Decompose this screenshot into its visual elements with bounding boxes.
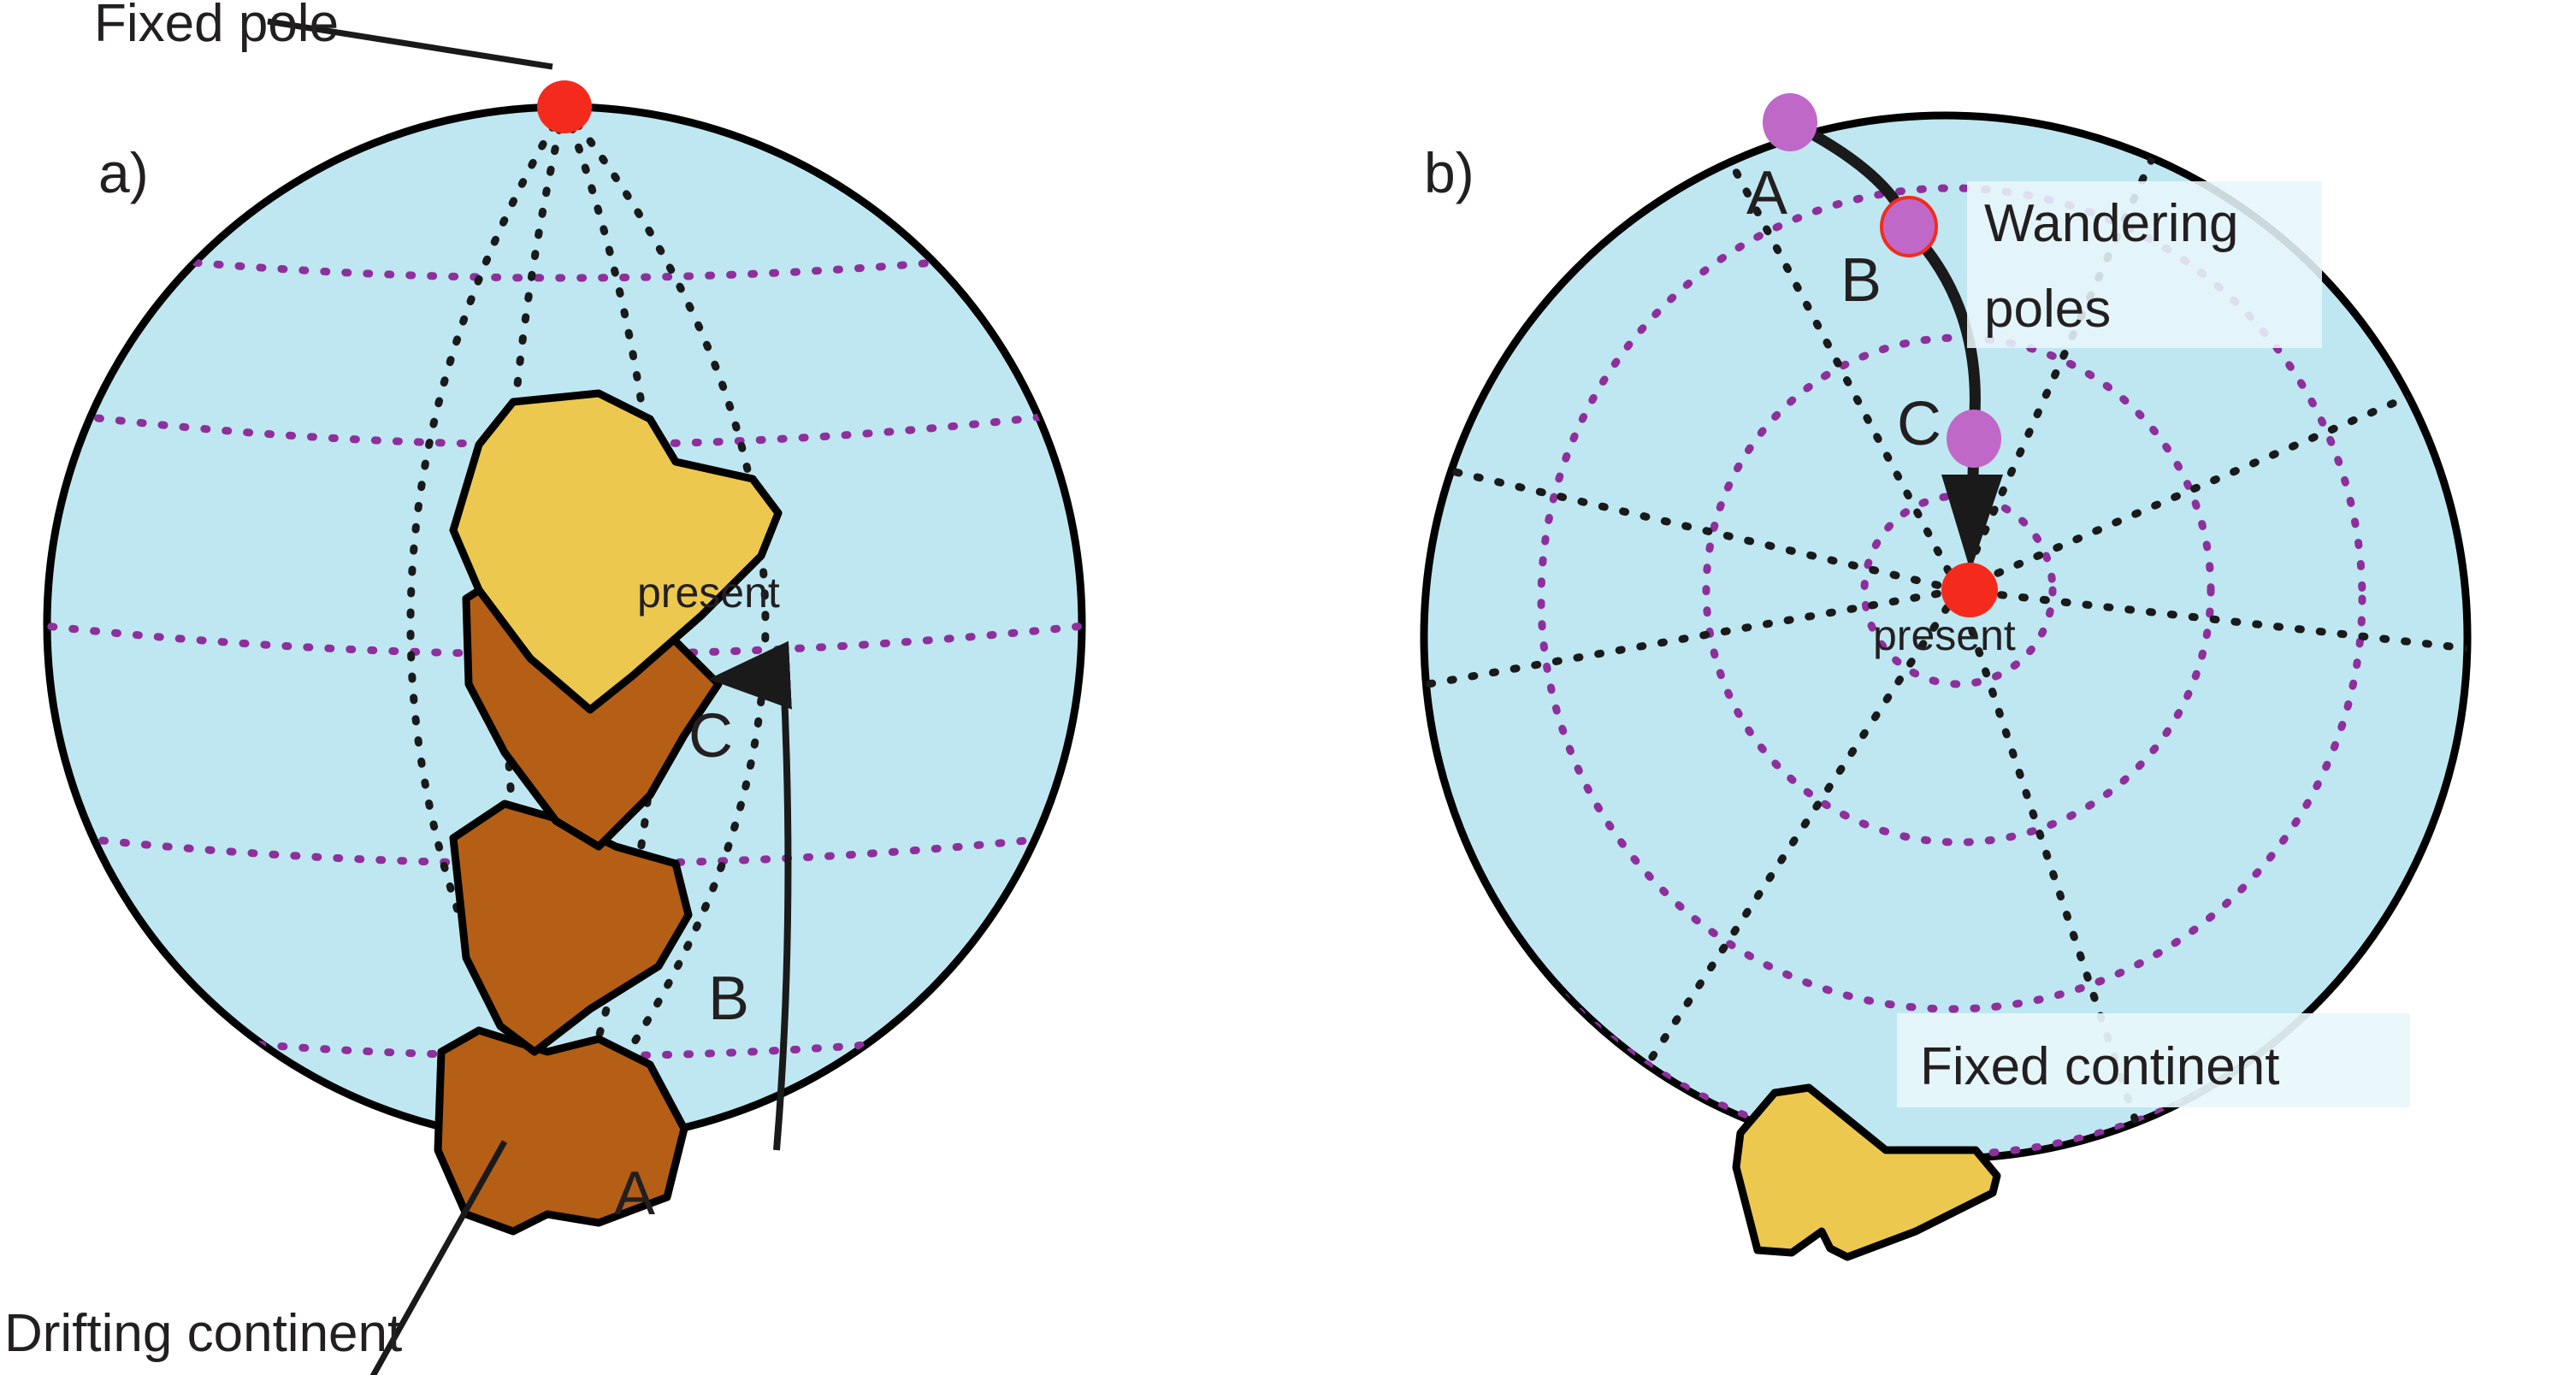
drift-direction-arrow[interactable] [708, 640, 792, 1151]
wander-arrow-head [1941, 475, 2003, 571]
wandering-pole-a-dot[interactable] [1763, 93, 1817, 151]
pole-label-c: C [1897, 390, 1941, 458]
fixed-pole-dot[interactable] [537, 80, 592, 133]
continent-present-position [449, 389, 783, 714]
drifting-continent-leader-line [369, 1140, 508, 1375]
pole-label-a: A [1746, 159, 1787, 227]
wandering-poles-callout-line2: poles [1984, 280, 2111, 339]
wandering-poles-callout-box [1967, 181, 2322, 348]
fixed-continent [1732, 1083, 2001, 1261]
panel-b-letter: b) [1424, 141, 1474, 204]
pole-label-b: B [1840, 246, 1882, 315]
present-pole-dot[interactable] [1941, 563, 1998, 617]
wandering-poles-callout-line1: Wandering [1984, 194, 2239, 253]
panel-a [43, 18, 1086, 1375]
wandering-pole-b-dot[interactable] [1880, 196, 1938, 257]
fixed-pole-leader-line [267, 18, 553, 70]
continent-label-c: C [688, 702, 733, 770]
wandering-pole-c-dot[interactable] [1947, 410, 2001, 468]
fixed-pole-callout: Fixed pole [94, 0, 339, 53]
continent-label-a: A [614, 1160, 655, 1228]
present-label-a: present [637, 569, 780, 617]
panel-a-letter: a) [98, 141, 149, 204]
fixed-continent-callout: Fixed continent [1920, 1037, 2279, 1096]
fixed-continent-callout-box [1897, 1013, 2410, 1107]
panel-b [1420, 93, 2472, 1261]
drifting-continent-callout: Drifting continent [4, 1304, 402, 1363]
continent-label-b: B [708, 965, 749, 1033]
present-label-b: present [1873, 611, 2016, 659]
